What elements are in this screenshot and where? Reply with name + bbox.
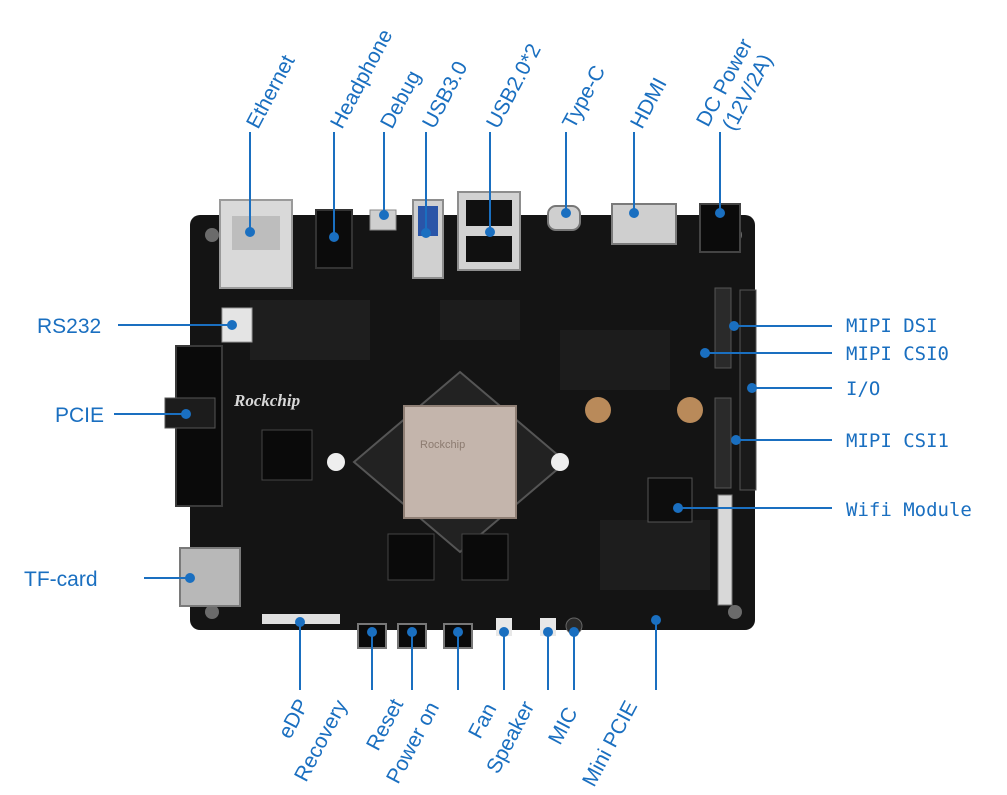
leaders-right <box>673 321 832 513</box>
mipi-dsi-connector <box>714 287 732 369</box>
label-mini-pcie: Mini PCIE <box>578 697 642 790</box>
board-brand: Rockchip <box>233 391 300 410</box>
hdmi-port <box>611 203 677 245</box>
leaders-bottom <box>295 615 661 690</box>
type-c-port <box>547 205 581 231</box>
label-io: I/O <box>846 378 880 400</box>
soc-marking: Rockchip <box>420 439 465 451</box>
pcie-slot <box>164 345 223 507</box>
wifi-module <box>647 477 693 523</box>
label-usb3: USB3.0 <box>418 58 472 133</box>
label-mipi-dsi: MIPI DSI <box>846 315 938 337</box>
label-ethernet: Ethernet <box>242 51 300 132</box>
label-hdmi: HDMI <box>626 74 672 132</box>
label-wifi-module: Wifi Module <box>846 499 972 521</box>
label-tf-card: TF-card <box>24 568 98 591</box>
label-edp: eDP <box>274 695 313 742</box>
mini-pcie-slot <box>717 494 733 606</box>
label-pcie: PCIE <box>55 404 104 427</box>
soc-package: Rockchip <box>327 370 569 554</box>
mipi-csi1-connector <box>714 397 732 489</box>
leaders-top <box>245 132 725 242</box>
label-usb2: USB2.0*2 <box>482 40 546 132</box>
leaders-left <box>114 320 237 583</box>
label-fan: Fan <box>464 700 501 743</box>
label-mipi-csi0: MIPI CSI0 <box>846 343 949 365</box>
label-mipi-csi1: MIPI CSI1 <box>846 430 949 452</box>
label-type-c: Type-C <box>558 62 610 133</box>
ethernet-jack <box>219 199 293 289</box>
label-mic: MIC <box>544 704 582 749</box>
label-rs232: RS232 <box>37 315 101 338</box>
usb3-port <box>412 199 444 279</box>
